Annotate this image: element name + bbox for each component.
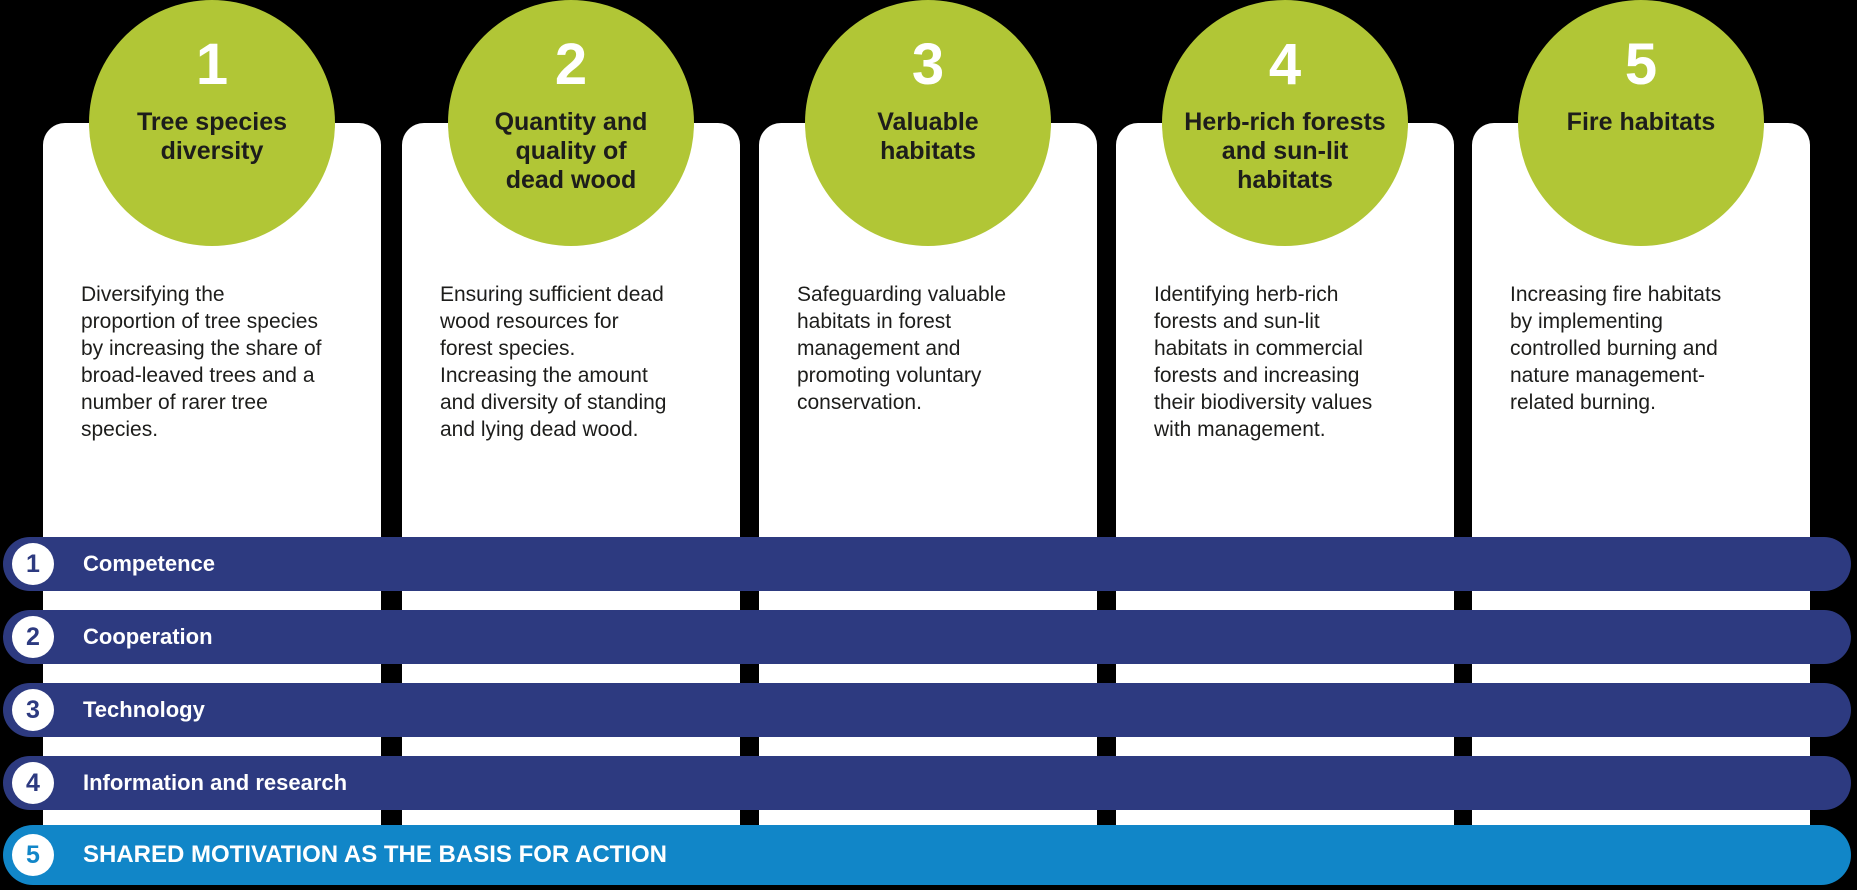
pillar-number: 4 (1268, 32, 1302, 97)
bar-number-badge: 4 (12, 762, 54, 804)
enabler-bar-competence: 1 Competence (3, 537, 1851, 591)
bar-number-badge: 1 (12, 543, 54, 585)
enabler-bar-information-and-research: 4 Information and research (3, 756, 1851, 810)
bar-number: 4 (26, 768, 40, 797)
pillar-description: Ensuring sufficient dead wood resources … (440, 283, 667, 441)
bar-number-badge: 2 (12, 616, 54, 658)
pillar-description: Safeguarding valuable habitats in forest… (797, 283, 1006, 414)
pillar-number: 2 (554, 32, 588, 97)
pillar-description: Increasing fire habitats by implementing… (1510, 283, 1722, 414)
bar-label: Information and research (83, 770, 348, 795)
pillar-description: Identifying herb-rich forests and sun-li… (1154, 283, 1373, 441)
pillar-number: 1 (195, 32, 229, 97)
pillar-title: Herb-rich forests and sun-lit habitats (1184, 108, 1386, 194)
enabler-bar-technology: 3 Technology (3, 683, 1851, 737)
pillar-title: Tree species diversity (136, 108, 288, 165)
bar-number-badge: 3 (12, 689, 54, 731)
bar-label: SHARED MOTIVATION AS THE BASIS FOR ACTIO… (83, 841, 668, 868)
pillar-number: 5 (1624, 32, 1658, 97)
enabler-bar-cooperation: 2 Cooperation (3, 610, 1851, 664)
pillar-number-circle-5: 5 Fire habitats (1518, 0, 1764, 246)
bar-number: 5 (26, 840, 40, 869)
pillar-number-circle-3: 3 Valuable habitats (805, 0, 1051, 246)
bar-number: 2 (26, 622, 40, 651)
bar-number-badge: 5 (12, 834, 54, 876)
enabler-bar-shared-motivation: 5 SHARED MOTIVATION AS THE BASIS FOR ACT… (3, 825, 1851, 885)
pillar-number: 3 (911, 32, 945, 97)
pillar-title: Fire habitats (1566, 108, 1716, 136)
bar-label: Competence (83, 551, 216, 576)
pillar-title: Quantity and quality of dead wood (494, 108, 648, 194)
bar-label: Cooperation (83, 624, 213, 649)
pillar-number-circle-1: 1 Tree species diversity (89, 0, 335, 246)
bar-number: 3 (26, 695, 40, 724)
bar-label: Technology (83, 697, 205, 722)
pillar-number-circle-2: 2 Quantity and quality of dead wood (448, 0, 694, 246)
bar-number: 1 (26, 549, 40, 578)
pillar-number-circle-4: 4 Herb-rich forests and sun-lit habitats (1162, 0, 1408, 246)
pillar-description: Diversifying the proportion of tree spec… (81, 283, 322, 441)
pillar-title: Valuable habitats (877, 108, 979, 165)
